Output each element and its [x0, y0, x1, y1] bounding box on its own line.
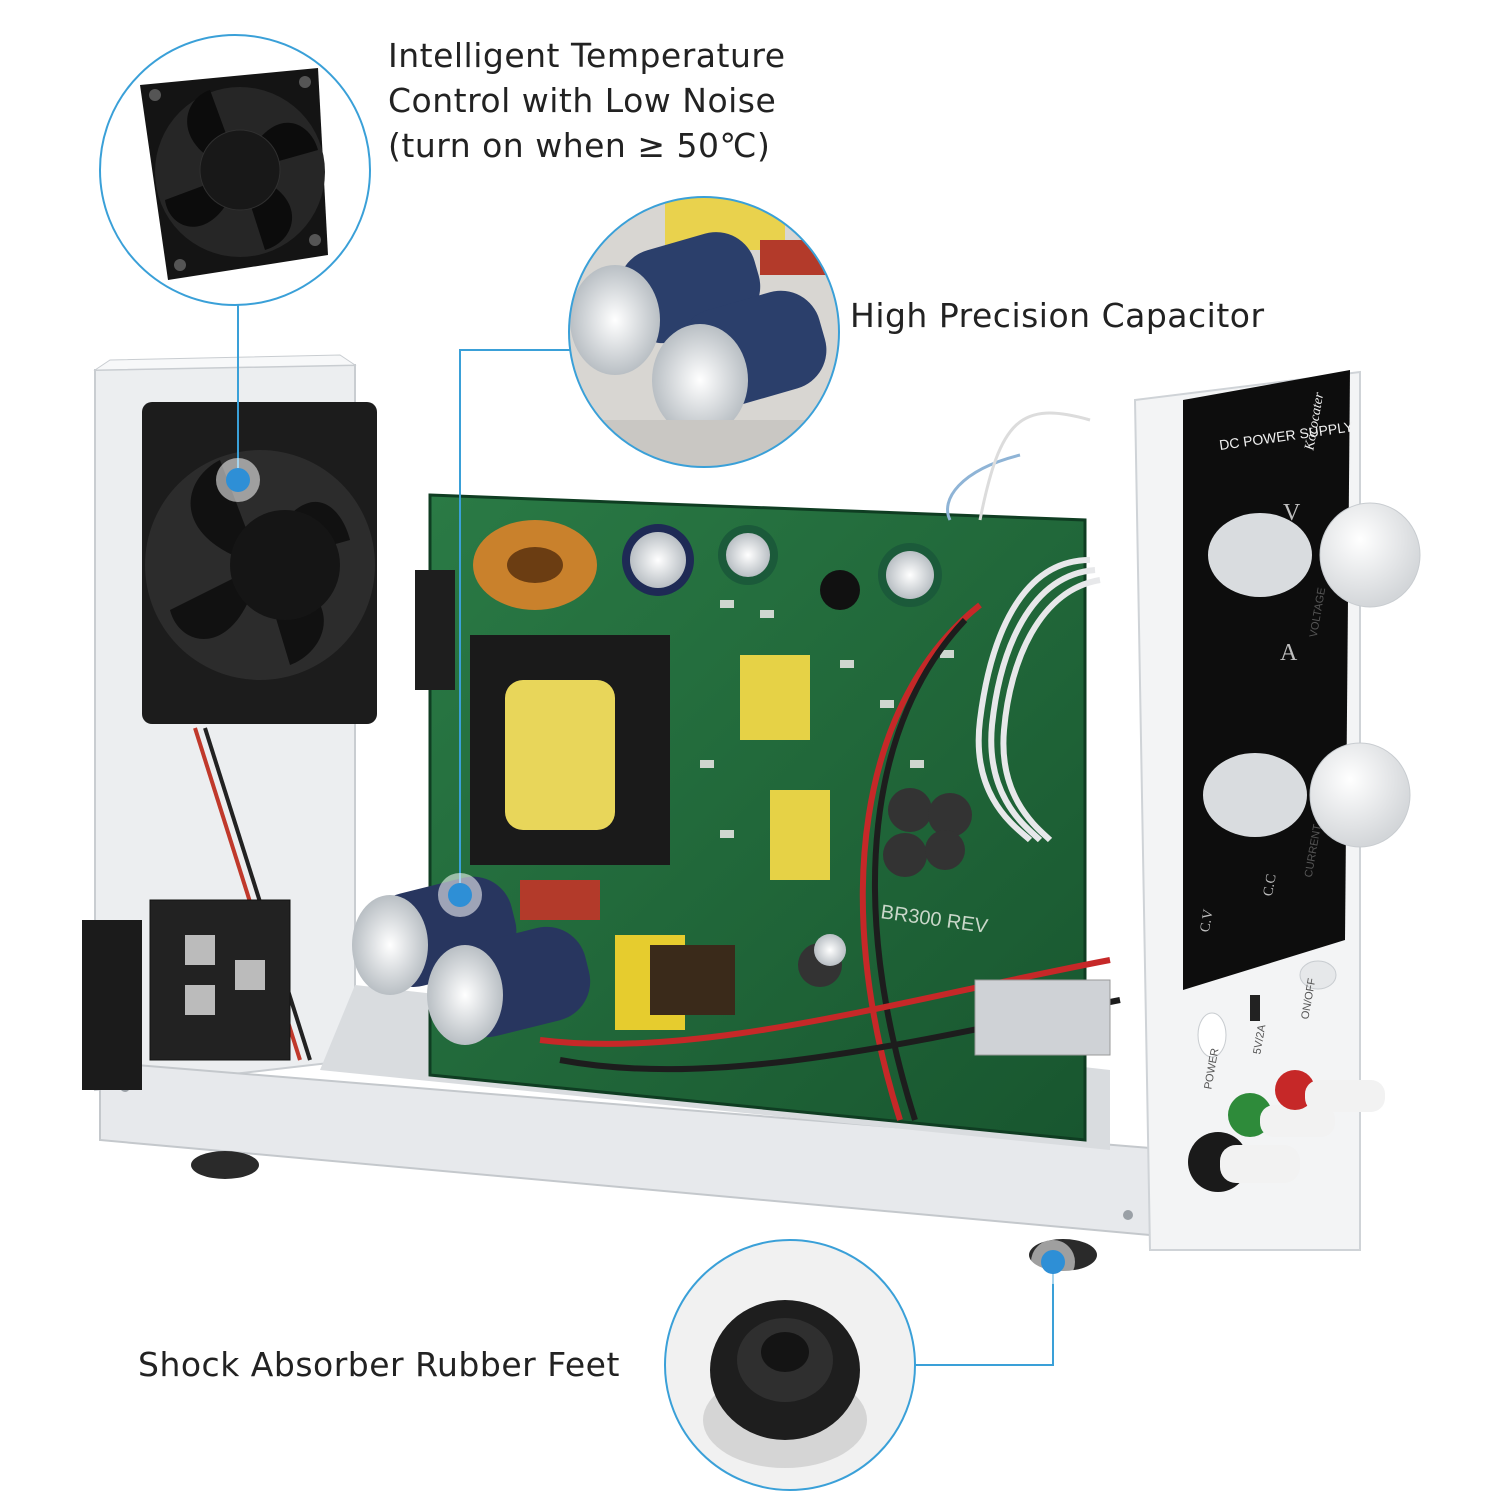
- circuit-board: BR300 REV: [352, 411, 1121, 1142]
- cooling-fan: [142, 402, 377, 1061]
- output-toggle-button[interactable]: [1299, 960, 1337, 990]
- binding-post-green[interactable]: [1228, 1093, 1335, 1137]
- current-knob[interactable]: [1203, 742, 1411, 848]
- fan-callout-text: Intelligent Temperature Control with Low…: [388, 33, 786, 168]
- voltage-knob[interactable]: [1208, 502, 1421, 608]
- fan-callout-line-2: Control with Low Noise: [388, 81, 777, 120]
- feet-callout-text: Shock Absorber Rubber Feet: [138, 1345, 620, 1384]
- fan-callout-line-3: (turn on when ≥ 50℃): [388, 126, 771, 165]
- binding-post-black[interactable]: [1188, 1132, 1300, 1192]
- switch-label-usb: 5V/2A: [1251, 1023, 1268, 1055]
- bulk-capacitors: [352, 876, 600, 1045]
- mode-label-cv: C.V: [1198, 908, 1217, 933]
- callout-dots: [216, 458, 1075, 1284]
- readout-unit-a: A: [1280, 640, 1298, 666]
- power-button[interactable]: [1197, 1012, 1227, 1058]
- mode-label-cc: C.C: [1261, 873, 1280, 897]
- usb-port[interactable]: [1250, 995, 1260, 1021]
- binding-post-red[interactable]: [1275, 1070, 1385, 1112]
- capacitor-detail-magnifier: [568, 196, 840, 468]
- capacitor-callout-text: High Precision Capacitor: [850, 296, 1265, 335]
- ac-socket: [82, 899, 291, 1090]
- fan-detail-magnifier: [99, 34, 371, 306]
- rubber-foot-detail-magnifier: [664, 1239, 916, 1491]
- callout-connectors: [237, 305, 1054, 1366]
- front-panel: DC POWER SUPPLY Kococater V A W C.V C.C …: [1133, 370, 1421, 1251]
- fan-callout-line-1: Intelligent Temperature: [388, 36, 786, 75]
